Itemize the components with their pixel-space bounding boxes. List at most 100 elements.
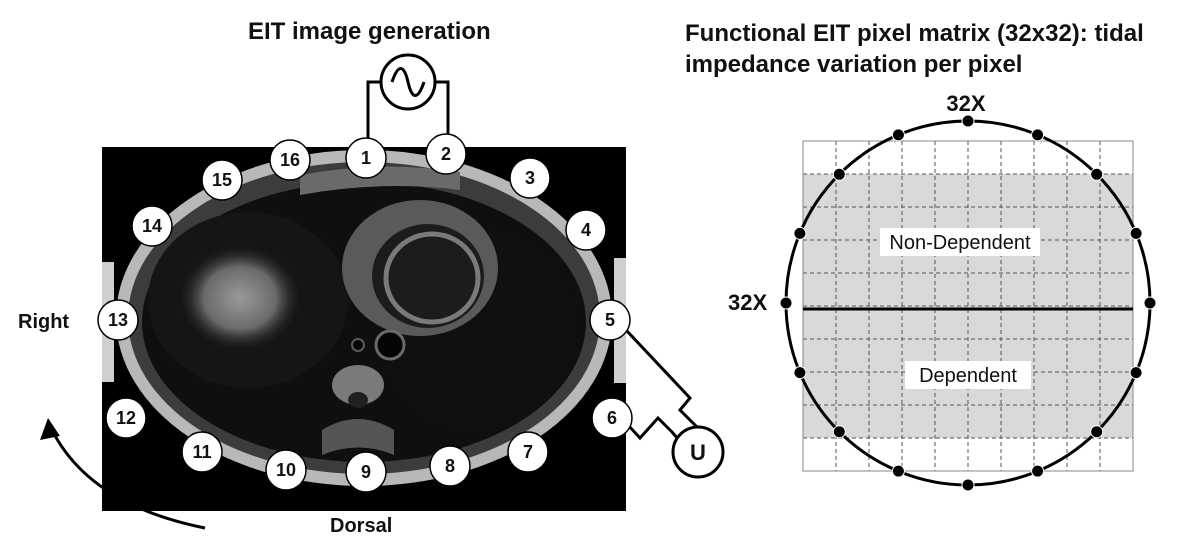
electrode-15: 15 — [201, 159, 243, 201]
source-wire-right — [434, 80, 450, 142]
spinal-canal — [348, 392, 368, 408]
electrode-3: 3 — [509, 157, 551, 199]
right-panel-title: Functional EIT pixel matrix (32x32): tid… — [685, 18, 1195, 80]
electrode-marker — [565, 209, 607, 251]
electrode-marker — [345, 451, 387, 493]
electrode-10: 10 — [265, 449, 307, 491]
electrode-8: 8 — [429, 445, 471, 487]
electrode-marker — [429, 445, 471, 487]
electrode-marker — [269, 139, 311, 181]
matrix-electrode-dot — [891, 128, 905, 142]
electrode-number: 1 — [361, 148, 371, 168]
orientation-label-right: Right — [18, 311, 70, 333]
voltmeter: U — [671, 425, 725, 479]
electrode-marker — [591, 397, 633, 439]
matrix-border — [802, 140, 1134, 472]
voltmeter-wire-lower — [626, 415, 686, 447]
anterior-chest-wall — [300, 166, 460, 195]
current-injection-circuit — [366, 80, 450, 144]
electrode-marker — [105, 397, 147, 439]
non-dependent-label-bg — [880, 228, 1040, 256]
electrode-number: 4 — [581, 220, 591, 240]
electrode-14: 14 — [131, 205, 173, 247]
source-wire-left — [366, 80, 382, 144]
electrode-13: 13 — [97, 299, 139, 341]
rotation-arrow-curve — [50, 429, 206, 530]
ventricle-wall — [383, 231, 481, 325]
electrode-number: 7 — [523, 442, 533, 462]
matrix-top-dimension-label: 32X — [946, 91, 985, 116]
orientation-label-dorsal: Dorsal — [330, 515, 393, 537]
chest-scan-image — [102, 147, 626, 511]
matrix-electrode-dot — [1129, 226, 1143, 240]
matrix-electrode-dot — [832, 425, 846, 439]
electrode-number: 5 — [605, 310, 615, 330]
matrix-side-dimension-label: 32X — [728, 290, 767, 315]
aorta — [374, 329, 406, 361]
electrode-12: 12 — [105, 397, 147, 439]
electrode-marker — [201, 159, 243, 201]
electrode-2: 2 — [425, 133, 467, 175]
electrode-number: 16 — [280, 150, 300, 170]
sine-wave-icon — [390, 67, 426, 97]
region-label-non-dependent: Non-Dependent — [889, 232, 1031, 254]
matrix-electrode-dot — [1090, 167, 1104, 181]
voltmeter-wire-upper — [624, 328, 702, 432]
electrode-1: 1 — [345, 137, 387, 179]
matrix-electrode-dot — [961, 478, 975, 492]
electrode-number: 6 — [607, 408, 617, 428]
electrode-number: 14 — [142, 216, 162, 236]
matrix-electrode-dot — [793, 366, 807, 380]
electrode-marker — [507, 431, 549, 473]
right-panel-title-line-2: impedance variation per pixel — [685, 51, 1023, 78]
matrix-electrode-dot — [793, 226, 807, 240]
electrode-16: 16 — [269, 139, 311, 181]
pixel-matrix: Non-Dependent Dependent 32X 32X — [728, 91, 1157, 492]
matrix-electrode-dots — [779, 114, 1157, 492]
electrode-number: 2 — [441, 144, 451, 164]
electrode-7: 7 — [507, 431, 549, 473]
electrode-9: 9 — [345, 451, 387, 493]
matrix-electrode-dot — [1031, 464, 1045, 478]
matrix-grid — [803, 141, 1133, 471]
voltmeter-label: U — [690, 440, 706, 465]
dependent-label-bg — [905, 361, 1031, 389]
paraspinal-muscles — [322, 419, 394, 455]
electrode-number: 12 — [116, 408, 136, 428]
electrode-number: 8 — [445, 456, 455, 476]
electrode-4: 4 — [565, 209, 607, 251]
matrix-electrode-dot — [961, 114, 975, 128]
vertebral-body — [332, 365, 384, 405]
matrix-electrode-dot — [779, 296, 793, 310]
rotation-arrow — [40, 418, 206, 530]
voltage-measurement-circuit — [624, 328, 702, 447]
electrode-marker — [131, 205, 173, 247]
electrode-11: 11 — [181, 431, 223, 473]
matrix-electrode-dot — [1090, 425, 1104, 439]
heart-chamber — [372, 224, 484, 328]
electrode-number: 11 — [192, 442, 211, 462]
electrode-marker — [509, 157, 551, 199]
electrode-marker — [181, 431, 223, 473]
current-source — [379, 53, 437, 111]
matrix-electrode-dot — [1031, 128, 1045, 142]
electrode-6: 6 — [591, 397, 633, 439]
left-panel-title: EIT image generation — [248, 18, 491, 45]
matrix-electrode-dot — [891, 464, 905, 478]
electrode-number: 9 — [361, 462, 371, 482]
electrode-number: 3 — [525, 168, 535, 188]
right-panel-title-line-1: Functional EIT pixel matrix (32x32): tid… — [685, 20, 1144, 47]
electrode-marker — [345, 137, 387, 179]
electrode-marker — [265, 449, 307, 491]
matrix-electrode-dot — [1129, 366, 1143, 380]
electrode-marker — [97, 299, 139, 341]
region-label-dependent: Dependent — [919, 365, 1017, 387]
electrode-marker — [425, 133, 467, 175]
matrix-electrode-dot — [832, 167, 846, 181]
esophagus — [351, 338, 365, 352]
electrode-5: 5 — [589, 299, 631, 341]
electrode-number: 15 — [212, 170, 232, 190]
electrode-marker — [589, 299, 631, 341]
